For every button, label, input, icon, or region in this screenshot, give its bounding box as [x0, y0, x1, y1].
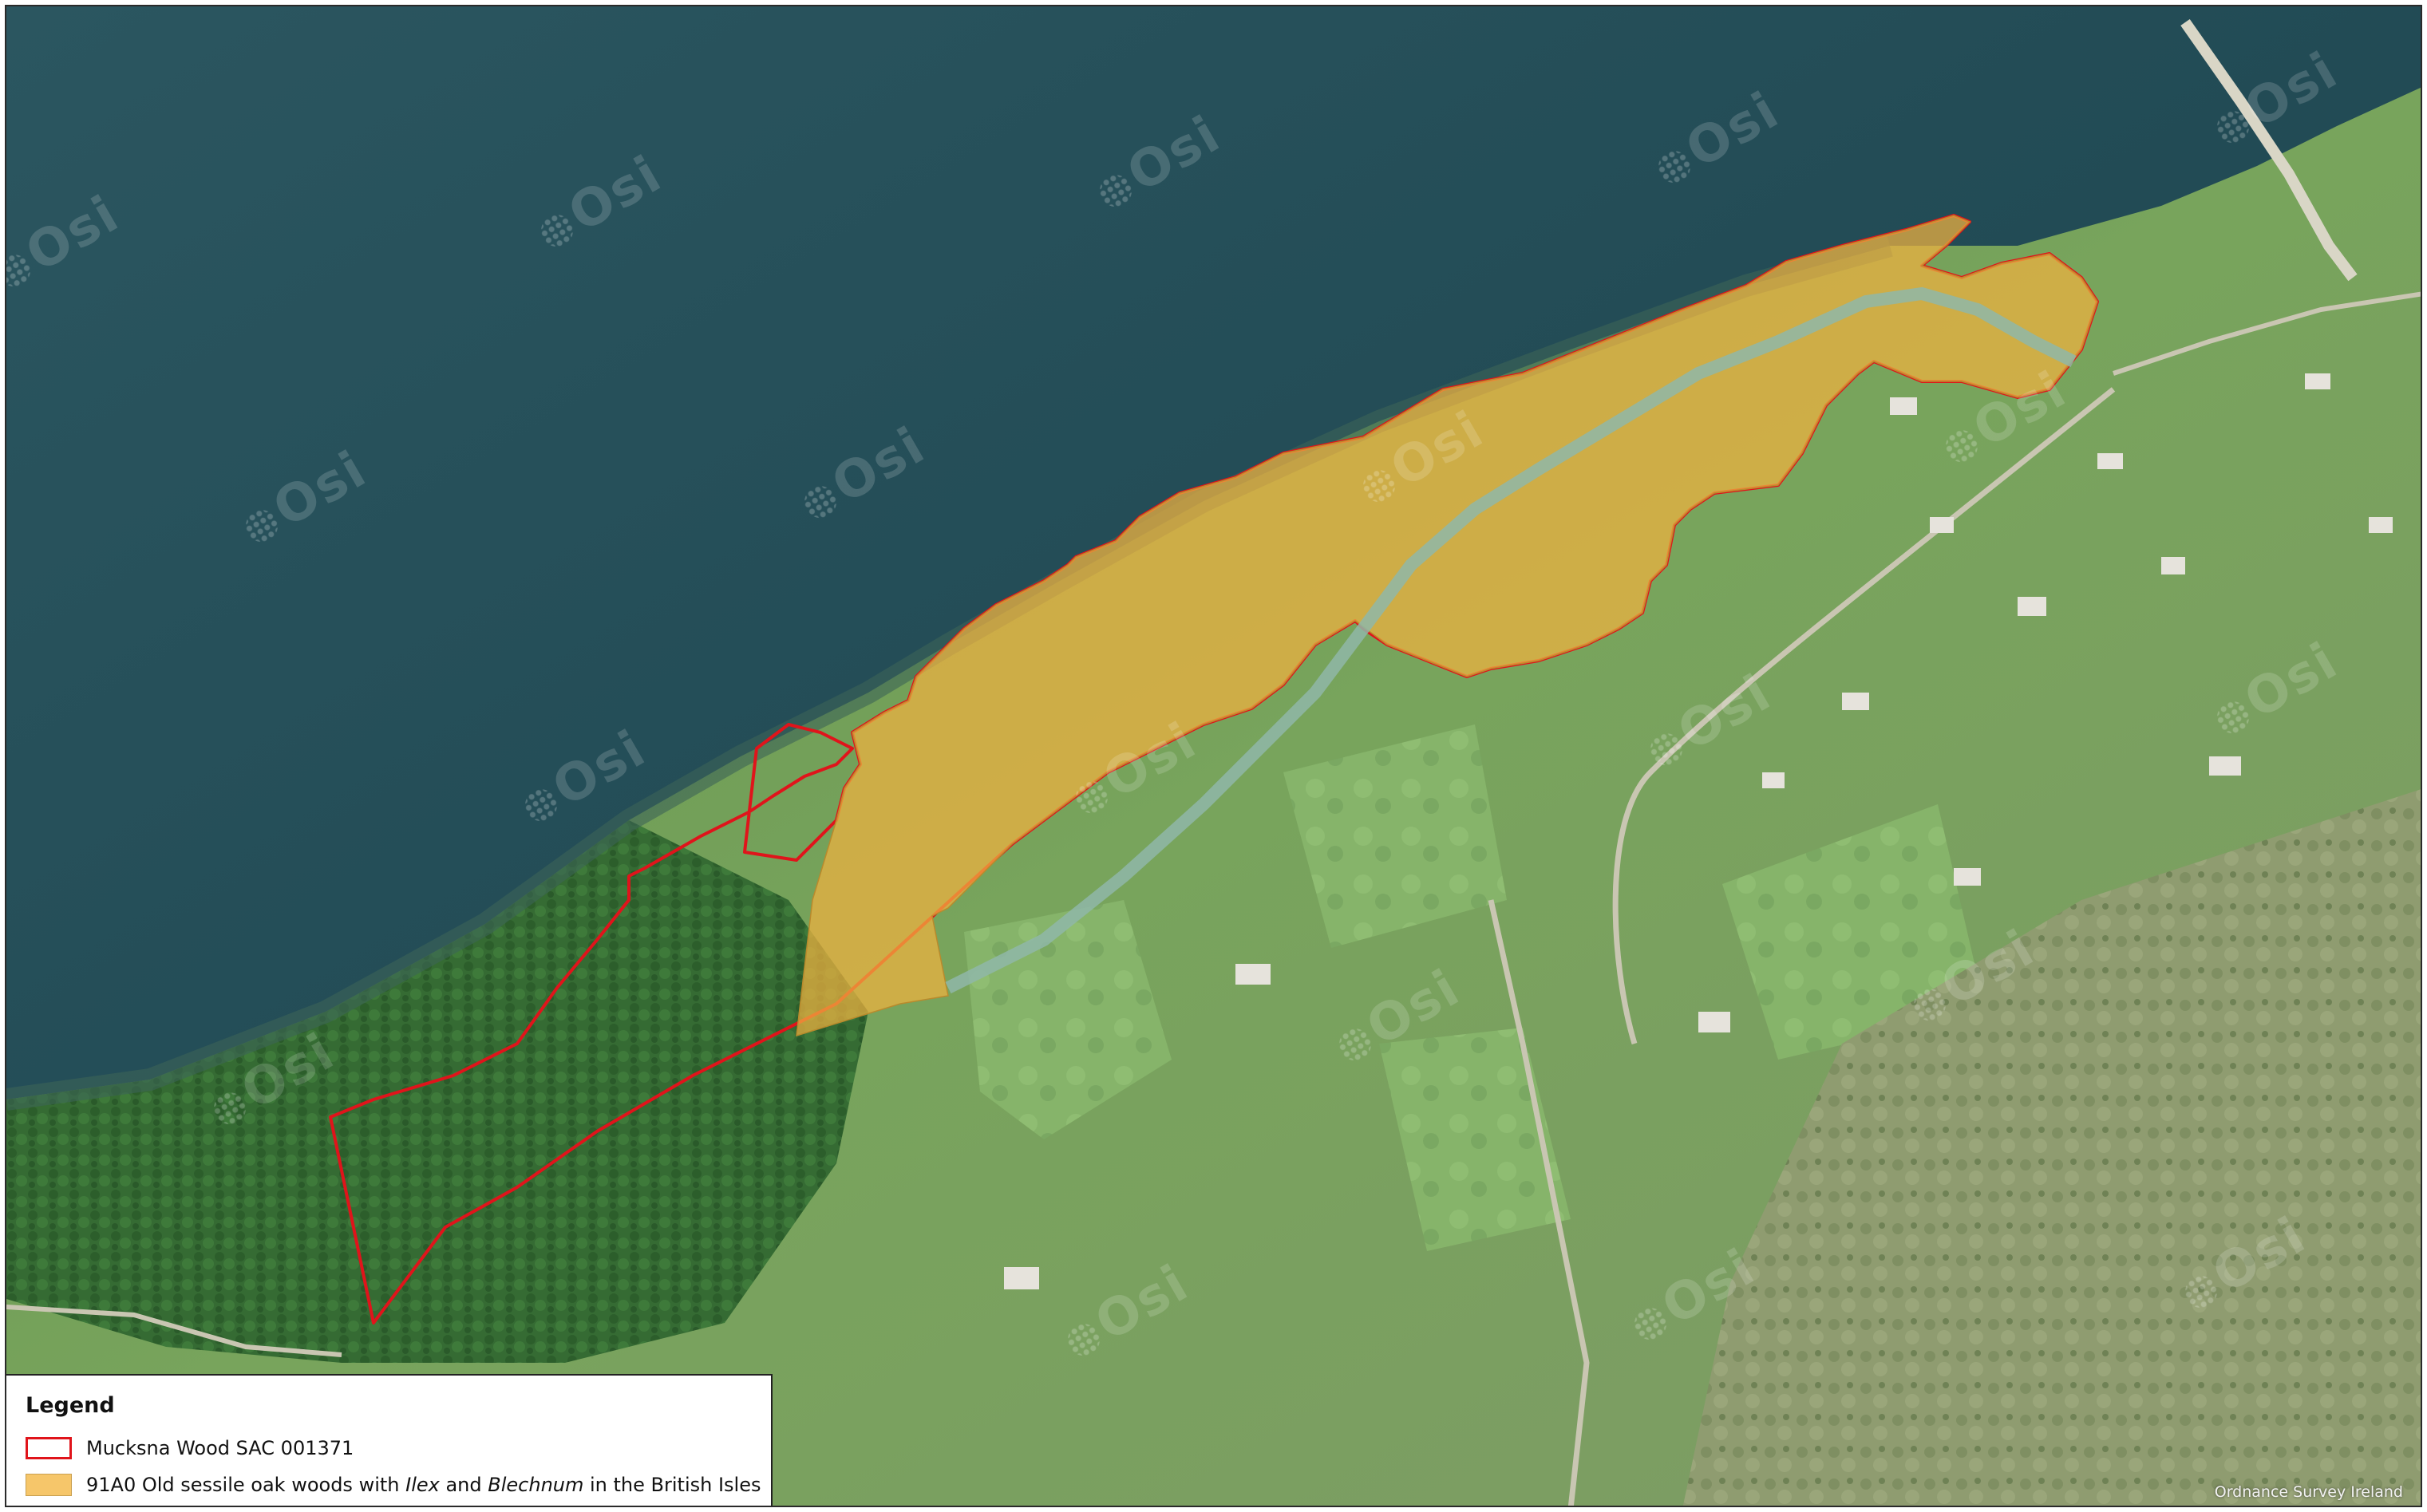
- buildings: [1004, 373, 2393, 1289]
- legend-swatch-orange-fill: [26, 1474, 72, 1496]
- road: [2113, 291, 2421, 376]
- map-frame[interactable]: Osi Osi Osi Osi Osi Osi Osi Osi Osi Osi …: [5, 5, 2422, 1507]
- road: [6, 1305, 342, 1357]
- legend-title: Legend: [26, 1393, 115, 1418]
- legend-swatch-red-outline: [26, 1437, 72, 1459]
- road: [1612, 387, 2116, 1045]
- bridge: [2180, 18, 2358, 282]
- legend-label: Mucksna Wood SAC 001371: [86, 1437, 354, 1459]
- map-credit: Ordnance Survey Ireland: [2214, 1483, 2403, 1501]
- woodland: [6, 820, 868, 1363]
- field-parcel: [1722, 804, 1986, 1060]
- legend-label: 91A0 Old sessile oak woods with Ilex and…: [86, 1474, 761, 1496]
- legend-item-habitat-91a0: 91A0 Old sessile oak woods with Ilex and…: [26, 1469, 761, 1501]
- field-parcel: [1379, 1028, 1571, 1251]
- shoreline: [6, 235, 1893, 1111]
- aerial-map[interactable]: [6, 6, 2422, 1507]
- field-parcel: [1283, 724, 1507, 948]
- road: [1488, 899, 1590, 1506]
- bog-area: [1682, 789, 2421, 1506]
- legend-item-sac-boundary: Mucksna Wood SAC 001371: [26, 1432, 752, 1464]
- legend-panel: Legend Mucksna Wood SAC 001371 91A0 Old …: [6, 1374, 773, 1506]
- habitat-91a0-polygon[interactable]: [796, 215, 2098, 1037]
- forest-track: [945, 286, 2077, 994]
